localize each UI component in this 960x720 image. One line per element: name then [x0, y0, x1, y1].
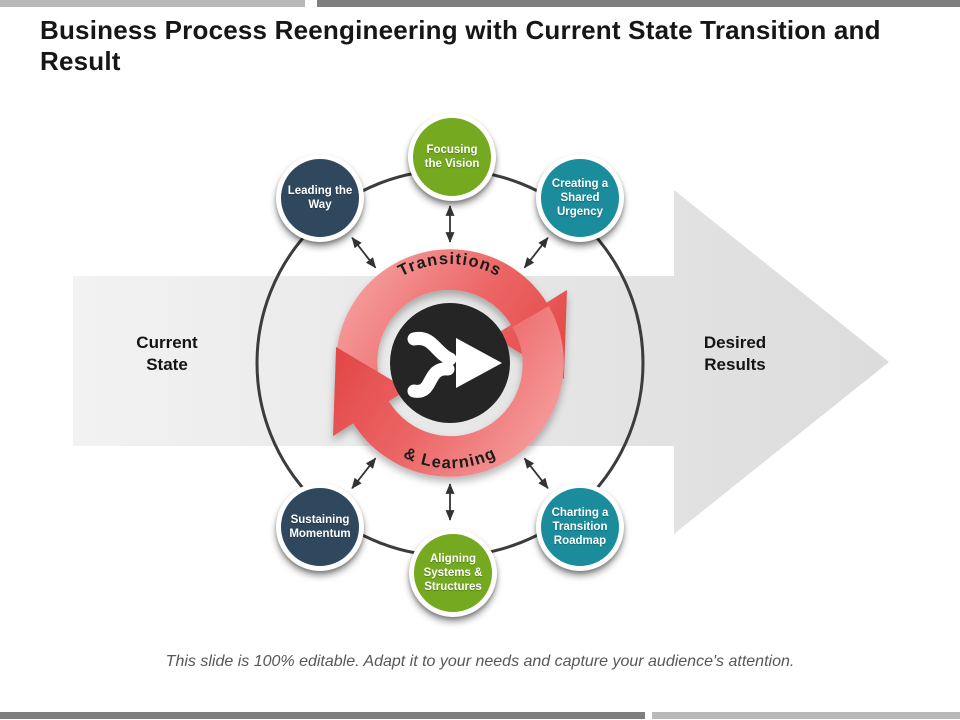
node-label: Creating a Shared Urgency: [551, 177, 609, 218]
node-label: Leading the Way: [287, 184, 353, 211]
bottom-bar-right: [652, 712, 960, 719]
current-state-label: Current State: [136, 333, 198, 374]
top-bar-left: [0, 0, 305, 7]
bottom-bar-left: [0, 712, 645, 719]
node-label: Focusing the Vision: [424, 143, 480, 170]
connector-bottom-left: [351, 457, 377, 490]
node-aligning-systems-structures: Aligning Systems & Structures: [409, 529, 497, 617]
connector-top-left: [351, 236, 377, 269]
node-label: Sustaining Momentum: [289, 513, 351, 540]
node-leading-the-way: Leading the Way: [276, 154, 364, 242]
node-sustaining-momentum: Sustaining Momentum: [276, 483, 364, 571]
cycle-arrow-top: [336, 249, 567, 420]
merge-arrow-head: [456, 338, 502, 388]
merge-arrow-icon: [407, 331, 457, 398]
node-charting-a-transition-roadmap: Charting a Transition Roadmap: [536, 483, 624, 571]
connector-arrows: [351, 205, 549, 521]
node-label: Charting a Transition Roadmap: [551, 506, 609, 547]
node-focusing-the-vision: Focusing the Vision: [408, 113, 496, 201]
node-creating-a-shared-urgency: Creating a Shared Urgency: [536, 154, 624, 242]
node-label: Aligning Systems & Structures: [423, 552, 483, 593]
connector-top-right: [523, 236, 549, 269]
top-bar-right: [317, 0, 960, 7]
footer-note: This slide is 100% editable. Adapt it to…: [165, 653, 795, 670]
desired-results-label: Desired Results: [703, 333, 767, 374]
slide-title: Business Process Reengineering with Curr…: [40, 15, 881, 76]
connector-bottom-right: [523, 457, 549, 490]
